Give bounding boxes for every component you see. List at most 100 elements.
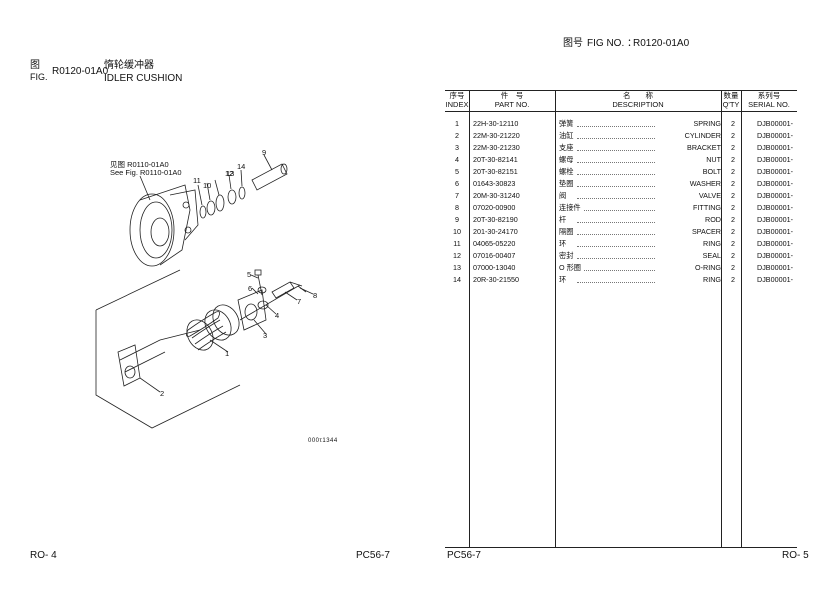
row-part-no: 22M-30-21220 <box>473 131 520 140</box>
row-part-no: 01643-30823 <box>473 179 516 188</box>
row-qty: 2 <box>731 215 735 224</box>
row-qty: 2 <box>731 263 735 272</box>
row-desc-en: SPACER <box>655 226 721 238</box>
leader-dots <box>577 246 715 247</box>
leader-dots <box>577 270 715 271</box>
col-qty-en: Q'TY <box>722 100 740 109</box>
callout-11: 11 <box>193 176 201 185</box>
row-desc-en: ROD <box>655 214 721 226</box>
row-index: 3 <box>455 143 459 152</box>
col-index-cn: 序号 <box>449 91 465 100</box>
title-cn: 惰轮缓冲器 <box>104 60 154 71</box>
col-part-en: PART NO. <box>494 100 530 109</box>
row-desc-en: RING <box>655 238 721 250</box>
leader-dots <box>577 150 715 151</box>
callout-9: 9 <box>262 148 267 157</box>
callout-1: 1 <box>225 349 230 358</box>
row-qty: 2 <box>731 119 735 128</box>
row-desc-cn: 螺母 <box>559 154 576 166</box>
row-desc-en: VALVE <box>655 190 721 202</box>
leader-dots <box>577 126 715 127</box>
table-bottom-rule <box>445 547 797 548</box>
callout-13: 13 <box>226 169 235 178</box>
right-model: PC56-7 <box>447 550 481 561</box>
row-desc-cn: 支座 <box>559 142 576 154</box>
row-serial: DJB00001- <box>757 251 793 260</box>
row-qty: 2 <box>731 179 735 188</box>
leader-dots <box>577 162 715 163</box>
title-en: IDLER CUSHION <box>104 73 183 84</box>
callout-10: 10 <box>203 181 212 190</box>
callout-5: 5 <box>247 270 252 279</box>
row-serial: DJB00001- <box>757 215 793 224</box>
row-index: 14 <box>453 275 461 284</box>
fig-header-number: R0120-01A0 <box>633 38 690 49</box>
left-model: PC56-7 <box>356 550 390 561</box>
row-index: 5 <box>455 167 459 176</box>
row-desc-cn: 隔圈 <box>559 226 576 238</box>
row-serial: DJB00001- <box>757 179 793 188</box>
row-index: 9 <box>455 215 459 224</box>
see-fig-en: See Fig. R0110-01A0 <box>110 168 182 177</box>
row-serial: DJB00001- <box>757 275 793 284</box>
col-desc-en: DESCRIPTION <box>612 100 664 109</box>
row-index: 4 <box>455 155 459 164</box>
row-serial: DJB00001- <box>757 191 793 200</box>
leader-dots <box>577 222 715 223</box>
row-qty: 2 <box>731 167 735 176</box>
row-part-no: 20T-30-82190 <box>473 215 518 224</box>
row-qty: 2 <box>731 239 735 248</box>
col-description: 名 称 DESCRIPTION <box>555 91 721 109</box>
col-part-no: 件 号 PART NO. <box>469 91 555 109</box>
row-desc-en: SPRING <box>655 118 721 130</box>
callout-7: 7 <box>297 297 302 306</box>
leader-dots <box>577 234 715 235</box>
leader-dots <box>577 186 715 187</box>
callout-12: 12 <box>225 169 234 178</box>
row-qty: 2 <box>731 227 735 236</box>
row-desc-cn: 弹簧 <box>559 118 576 130</box>
row-serial: DJB00001- <box>757 263 793 272</box>
col-serial-cn: 系列号 <box>757 91 781 100</box>
row-serial: DJB00001- <box>757 143 793 152</box>
callout-6: 6 <box>248 284 253 293</box>
col-index-en: INDEX <box>445 100 469 109</box>
fig-label-cn: 图 <box>30 60 40 71</box>
row-index: 6 <box>455 179 459 188</box>
row-serial: DJB00001- <box>757 119 793 128</box>
row-desc-en: SEAL <box>655 250 721 262</box>
row-desc-en: CYLINDER <box>655 130 721 142</box>
left-page-number: RO- 4 <box>30 550 57 561</box>
col-index: 序号 INDEX <box>445 91 469 109</box>
row-qty: 2 <box>731 251 735 260</box>
row-desc-en: NUT <box>655 154 721 166</box>
row-desc-en: WASHER <box>655 178 721 190</box>
row-part-no: 20R-30-21550 <box>473 275 519 284</box>
callout-2: 2 <box>160 389 165 398</box>
row-part-no: 20T-30-82151 <box>473 167 518 176</box>
row-part-no: 07016-00407 <box>473 251 516 260</box>
row-desc-cn: 阀 <box>559 190 569 202</box>
row-desc-en: BOLT <box>655 166 721 178</box>
row-index: 2 <box>455 131 459 140</box>
drawing-code: 000τ1344 <box>308 438 338 444</box>
row-desc-cn: 油缸 <box>559 130 576 142</box>
col-desc-cn: 名 称 <box>623 91 653 100</box>
fig-number: R0120-01A0 <box>52 66 109 77</box>
col-divider <box>469 90 470 547</box>
row-serial: DJB00001- <box>757 155 793 164</box>
row-desc-cn: 螺栓 <box>559 166 576 178</box>
row-part-no: 20T-30-82141 <box>473 155 518 164</box>
leader-dots <box>577 198 715 199</box>
col-serial: 系列号 SERIAL NO. <box>741 91 797 109</box>
row-index: 13 <box>453 263 461 272</box>
